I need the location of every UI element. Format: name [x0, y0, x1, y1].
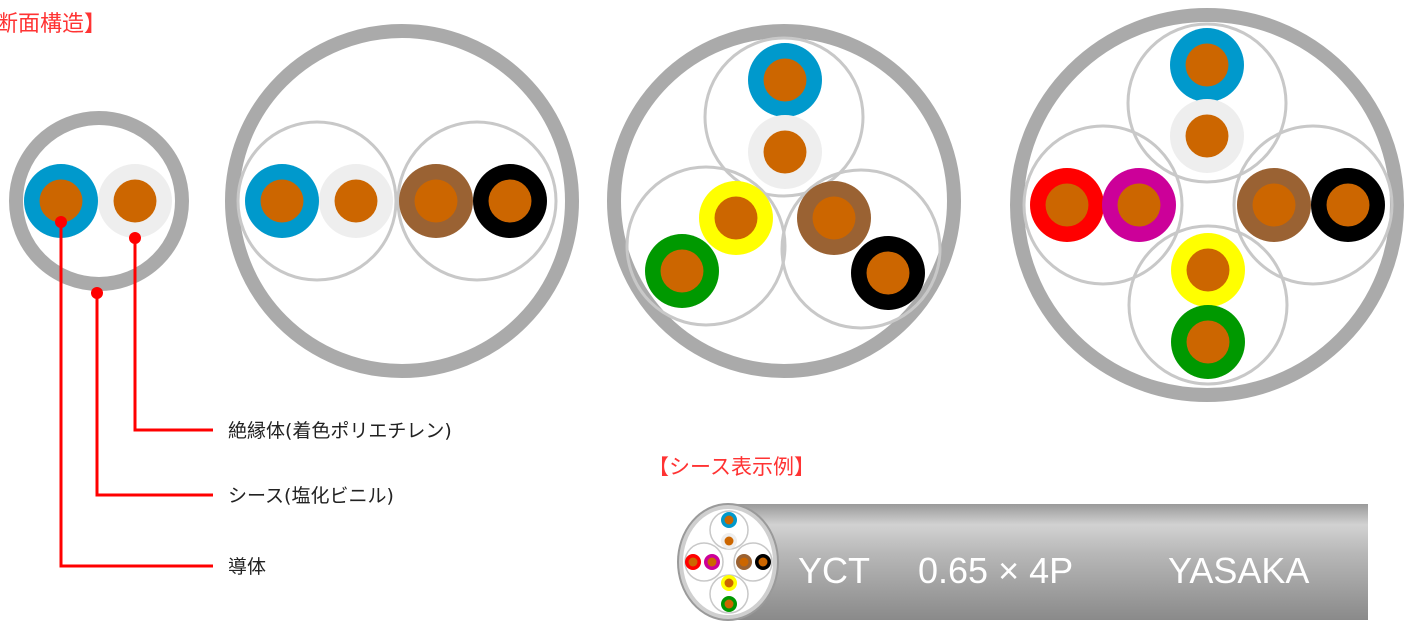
cross-section-heading: 断面構造】: [0, 12, 106, 37]
wire-conductor: [714, 196, 758, 240]
cable-end-cross-section: [677, 503, 779, 621]
wire-conductor: [1252, 183, 1296, 227]
wire-conductor: [1045, 183, 1089, 227]
pair-outline: [703, 36, 865, 198]
pair-outline: [780, 168, 942, 330]
insulation-label: 絶縁体(着色ポリエチレン): [228, 420, 452, 442]
wire-conductor: [488, 179, 532, 223]
wire-conductor: [334, 179, 378, 223]
cross-section-1p: [9, 111, 189, 291]
callout-lines: [55, 216, 213, 568]
wire-conductor: [763, 130, 807, 174]
sheath-leader-dot: [91, 287, 103, 299]
wire-conductor: [812, 196, 856, 240]
wire-conductor: [39, 179, 83, 223]
pair-outline: [236, 120, 398, 282]
cable-print-brand: YASAKA: [1168, 550, 1309, 591]
cable-end-inner: [683, 509, 773, 615]
wire-conductor: [1185, 43, 1229, 87]
wire-conductor: [763, 58, 807, 102]
wire-conductor: [758, 557, 768, 567]
wire-conductor: [739, 557, 749, 567]
pair-outline: [1126, 22, 1288, 184]
sheath-label: シース(塩化ビニル): [228, 485, 394, 507]
pair-outline: [1127, 224, 1289, 386]
conductor-leader-line: [59, 222, 213, 568]
conductor-label: 導体: [228, 556, 266, 578]
wire-conductor: [724, 578, 734, 588]
insulation-leader-dot: [129, 232, 141, 244]
wire-conductor: [866, 251, 910, 295]
wire-conductor: [1185, 114, 1229, 158]
wire-conductor: [688, 557, 698, 567]
cable-print-spec: 0.65 × 4P: [918, 550, 1073, 591]
pair-outline: [1022, 124, 1184, 286]
wire-conductor: [660, 249, 704, 293]
wire-conductor: [260, 179, 304, 223]
pair-outline: [733, 542, 773, 582]
cable-print-type: YCT: [798, 550, 870, 591]
wire-conductor: [724, 515, 734, 525]
cross-section-3p: [607, 24, 961, 378]
wire-conductor: [707, 557, 717, 567]
cross-section-4p: [1010, 8, 1404, 402]
wire-conductor: [724, 536, 734, 546]
wire-conductor: [414, 179, 458, 223]
insulation-leader-line: [133, 238, 213, 432]
wire-conductor: [1326, 183, 1370, 227]
conductor-leader-dot: [55, 216, 67, 228]
cross-section-2p: [225, 24, 579, 378]
pair-outline: [1232, 124, 1394, 286]
sheath-leader-line: [95, 293, 213, 497]
cable-sheath-example: YCT 0.65 × 4P YASAKA: [677, 503, 1368, 621]
pair-outline: [625, 165, 787, 327]
wire-conductor: [724, 599, 734, 609]
pair-outline: [396, 120, 558, 282]
sheath-example-heading: 【シース表示例】: [648, 455, 815, 479]
cable-body: [728, 504, 1368, 620]
outer-sheath: [1010, 8, 1404, 402]
wire-conductor: [1186, 248, 1230, 292]
wire-conductor: [1117, 183, 1161, 227]
wire-conductor: [113, 179, 157, 223]
wire-conductor: [1186, 320, 1230, 364]
